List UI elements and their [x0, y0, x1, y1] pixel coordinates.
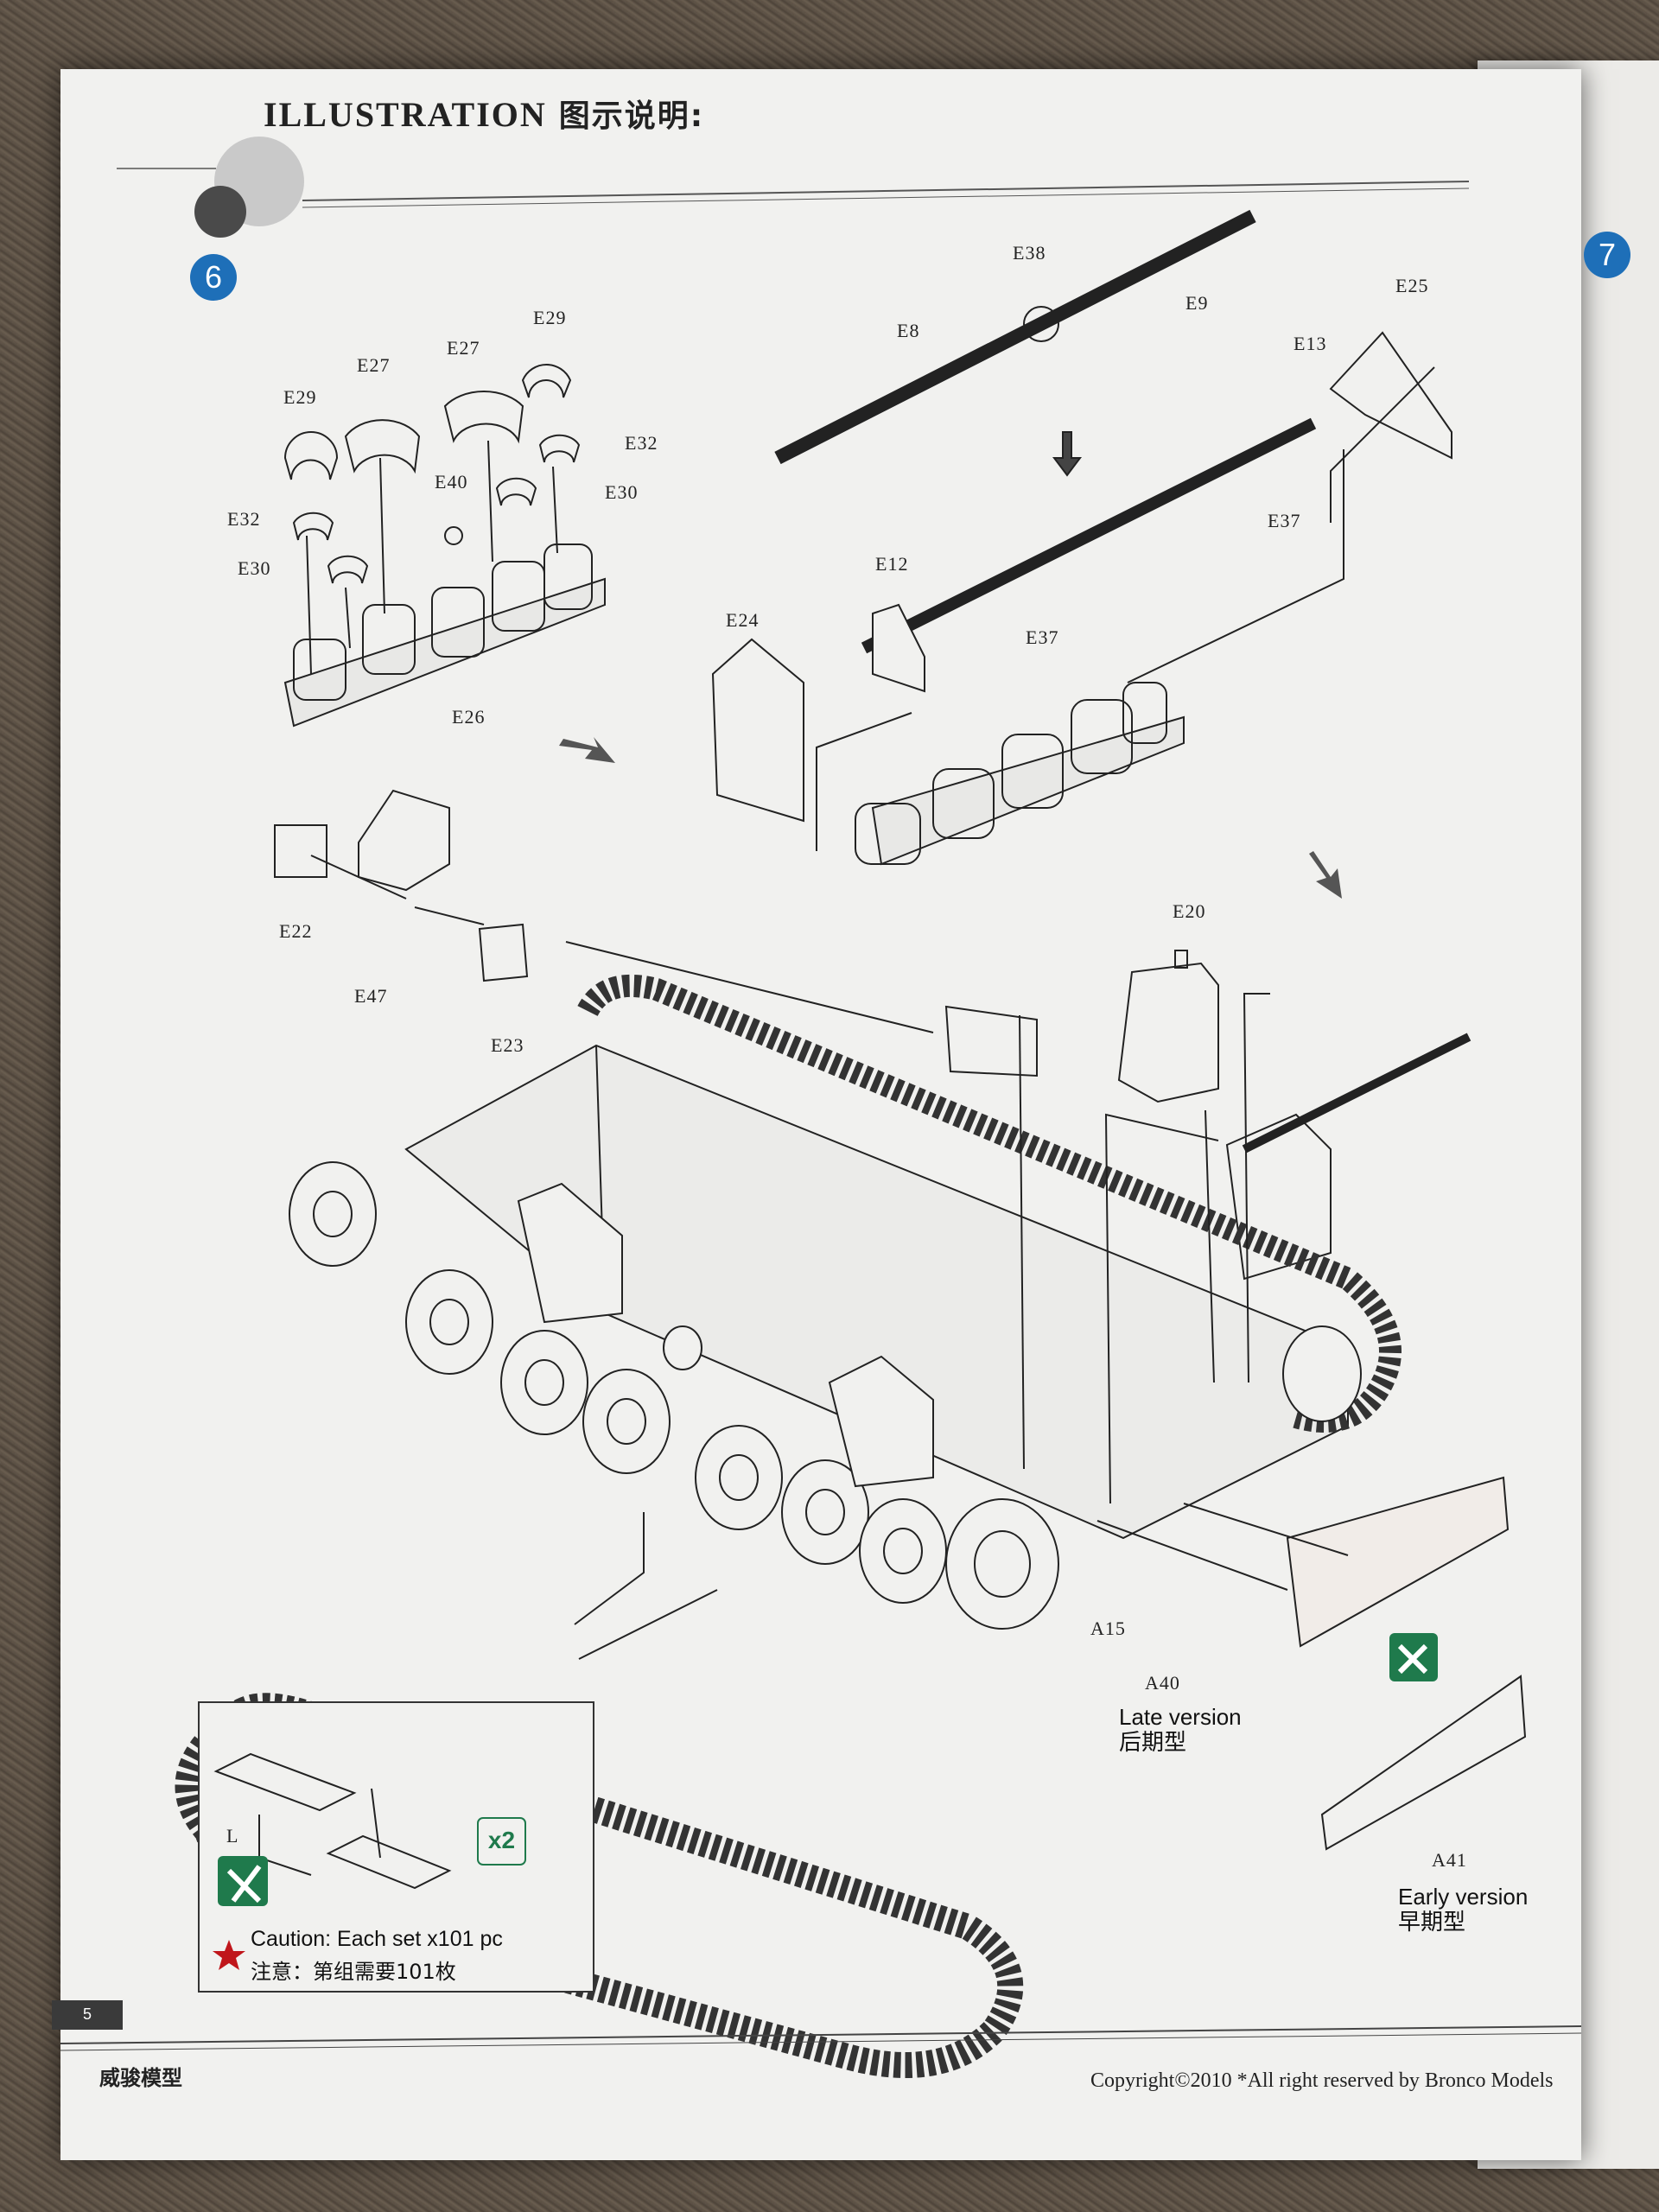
early-version-label: Early version 早期型 [1398, 1884, 1528, 1936]
step-number-current: 6 [190, 254, 237, 301]
title-en: ILLUSTRATION [264, 95, 547, 134]
label-e30: E30 [605, 481, 639, 503]
part-e29-right [521, 363, 572, 398]
part-a41 [1320, 1675, 1527, 1851]
label-a15: A15 [1090, 1618, 1126, 1639]
label-e12: E12 [875, 553, 909, 575]
part-e25 [1329, 331, 1452, 460]
label-e32: E32 [227, 508, 261, 530]
suspension-block-left [293, 543, 593, 701]
label-e20: E20 [1173, 900, 1206, 922]
caution-star-icon [213, 1940, 245, 1970]
label-e9: E9 [1185, 292, 1209, 314]
track-link-upper [213, 1752, 357, 1812]
part-e27-left [344, 419, 421, 474]
axle-assembled [861, 417, 1317, 654]
late-version-cn: 后期型 [1119, 1730, 1187, 1756]
label-a40: A40 [1145, 1672, 1180, 1694]
part-e12 [872, 603, 925, 693]
label-e38: E38 [1013, 242, 1046, 264]
early-version-en: Early version [1398, 1884, 1529, 1910]
part-e27-right [443, 390, 524, 444]
label-e24: E24 [726, 609, 760, 631]
part-e24 [711, 638, 804, 823]
brand-cn: 威骏模型 [99, 2065, 182, 2090]
part-e29-left [283, 431, 339, 480]
label-e32: E32 [625, 432, 658, 454]
axle-e8-e9 [774, 209, 1256, 465]
page-title: ILLUSTRATION 图示说明: [264, 91, 704, 136]
label-a41: A41 [1432, 1849, 1467, 1871]
part-e24b [944, 1005, 1038, 1077]
label-e26: E26 [452, 706, 486, 728]
late-version-en: Late version [1119, 1704, 1242, 1730]
label-e29: E29 [283, 386, 317, 408]
label-e29: E29 [533, 307, 567, 328]
suspension-block-right [855, 682, 1167, 865]
multiplier-text: x2 [487, 1827, 516, 1853]
copyright-notice: Copyright©2010 *All right reserved by Br… [1090, 2069, 1554, 2092]
direction-arrows [559, 737, 1342, 899]
part-e23 [478, 923, 529, 982]
part-e22 [274, 824, 327, 878]
label-e27: E27 [357, 354, 391, 376]
label-e37: E37 [1268, 510, 1301, 531]
label-e37: E37 [1026, 626, 1059, 648]
road-wheels [289, 1161, 1362, 1630]
label-e25: E25 [1395, 275, 1429, 296]
early-version-cn: 早期型 [1398, 1910, 1466, 1936]
step-number-next: 7 [1584, 232, 1630, 278]
label-e27: E27 [447, 337, 480, 359]
page-number: 5 [82, 2005, 92, 2023]
part-e24-base [871, 715, 1185, 866]
page-number-tab [52, 2000, 123, 2030]
late-version-label: Late version 后期型 [1119, 1704, 1242, 1756]
label-e40: E40 [435, 471, 468, 493]
track-inset-box [198, 1701, 594, 1993]
part-a40 [1286, 1476, 1510, 1648]
label-e13: E13 [1294, 333, 1327, 354]
multiplier-badge [477, 1817, 526, 1866]
track-side-label: L [226, 1825, 239, 1847]
caution-en: Caution: Each set x101 pc [251, 1927, 503, 1951]
part-e20 [1117, 962, 1219, 1103]
track-link-lower [326, 1834, 452, 1890]
footer-rule [60, 2025, 1582, 2044]
label-e47: E47 [354, 985, 388, 1007]
label-e23: E23 [491, 1034, 524, 1056]
title-cn: 图示说明: [558, 99, 705, 134]
label-e8: E8 [897, 320, 920, 341]
label-e30: E30 [238, 557, 271, 579]
part-e47 [358, 789, 450, 892]
label-e22: E22 [279, 920, 313, 942]
caution-cn: 注意：第组需要101枚 [251, 1960, 456, 1984]
